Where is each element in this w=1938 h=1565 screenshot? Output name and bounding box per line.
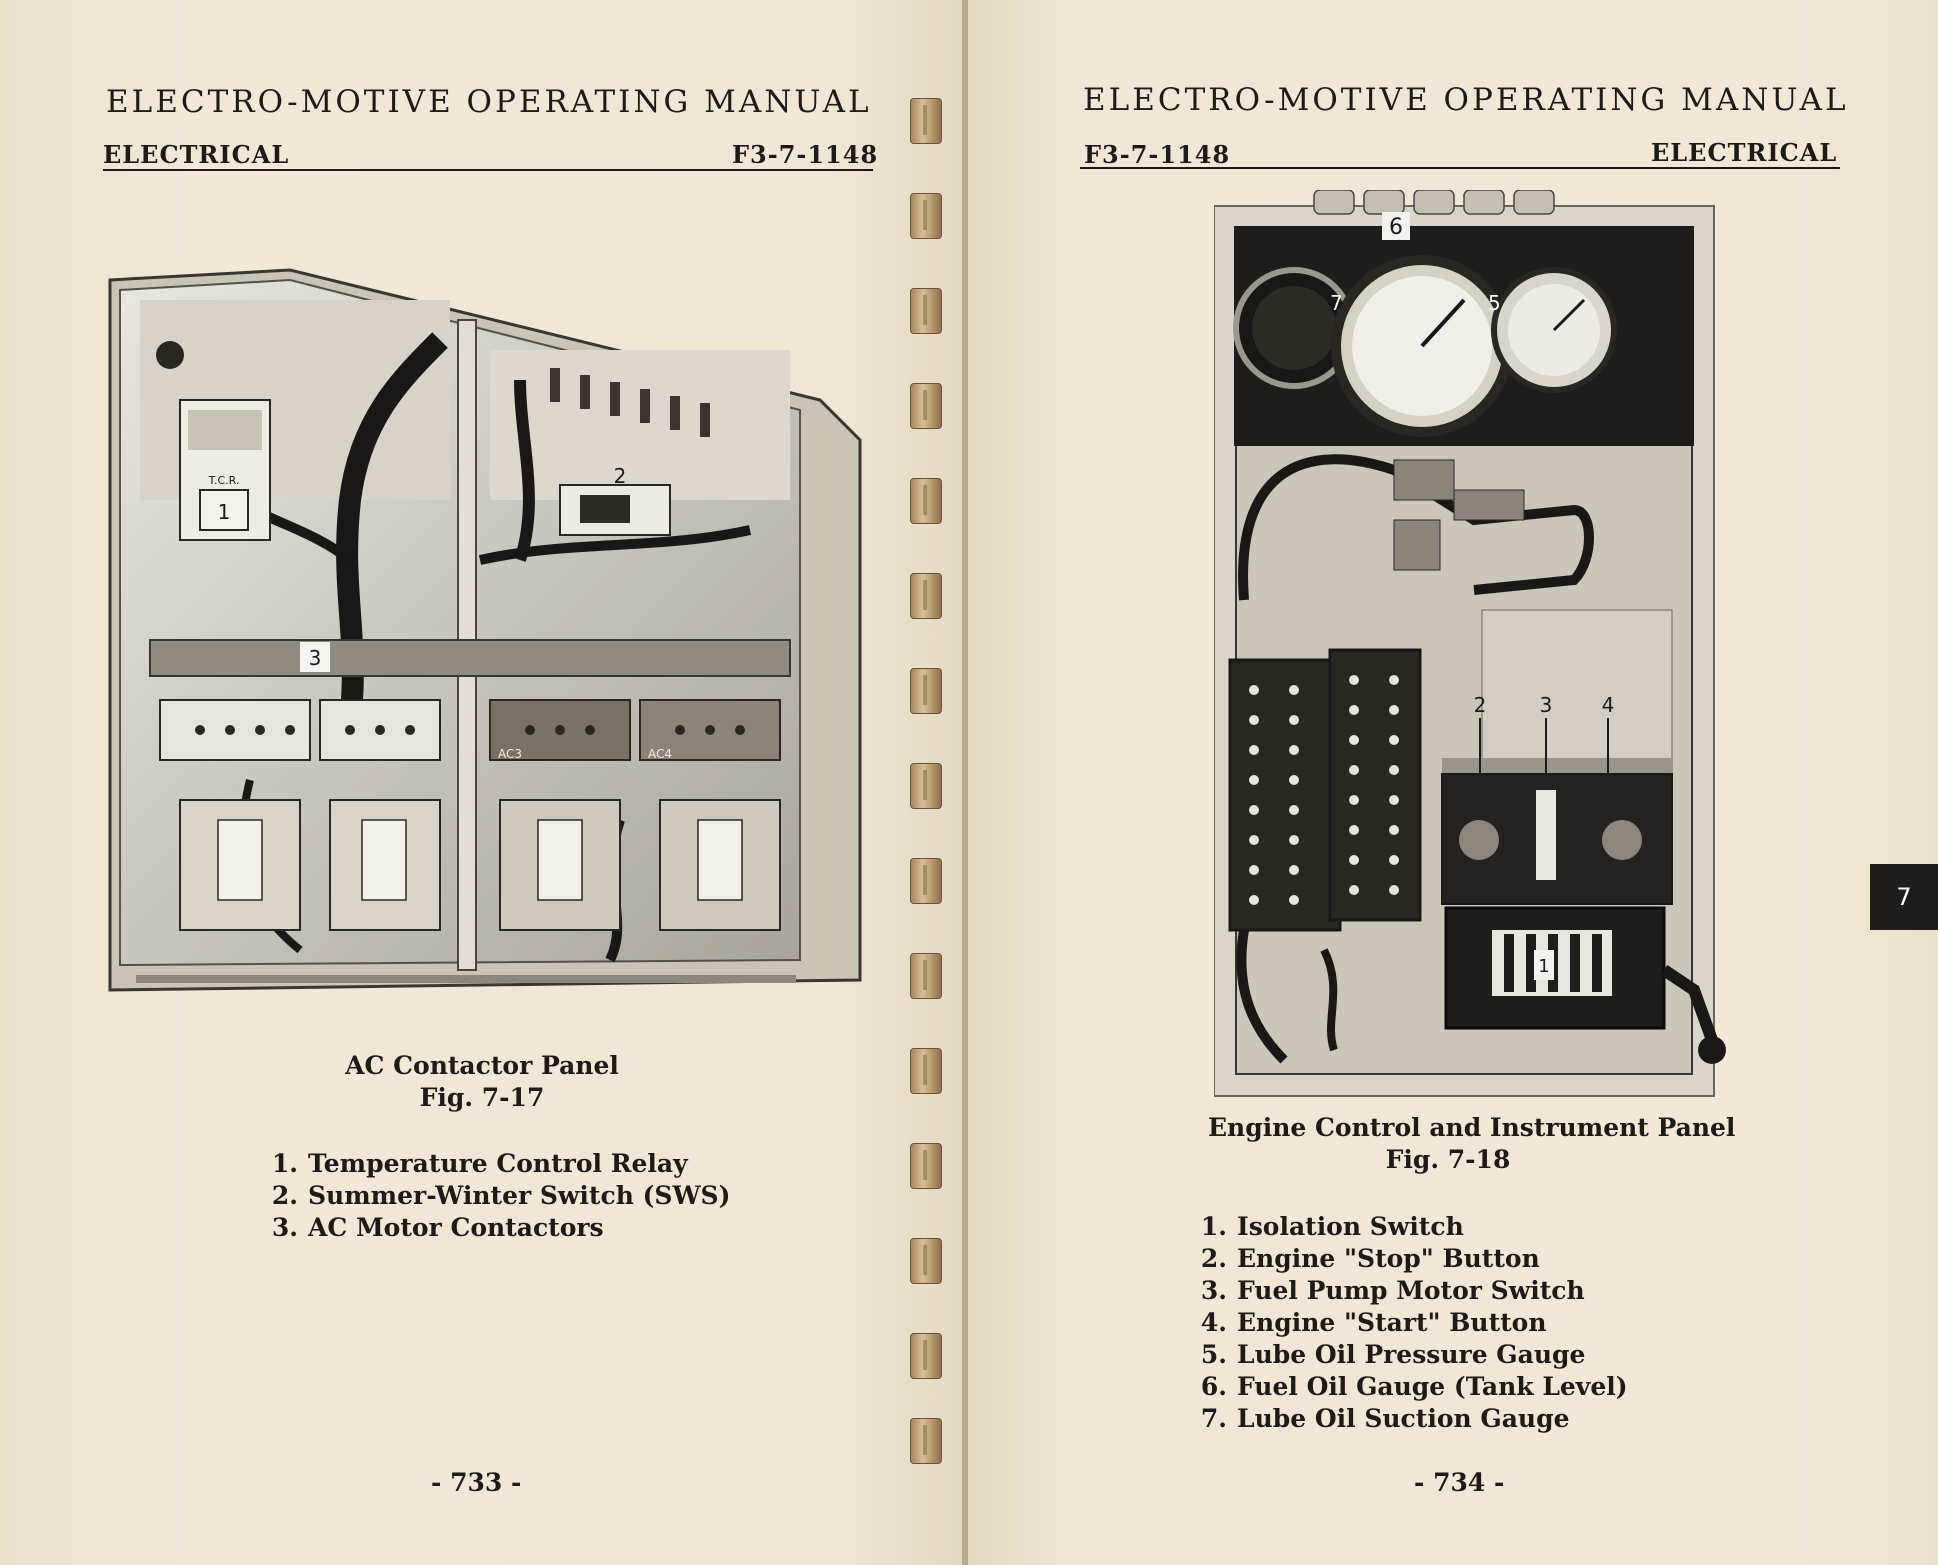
coil xyxy=(910,383,942,429)
contactor-label-ac3: AC3 xyxy=(498,747,522,761)
running-title: ELECTRO-MOTIVE OPERATING MANUAL xyxy=(1083,82,1849,118)
callout-3: 3 xyxy=(309,646,322,670)
coil xyxy=(910,858,942,904)
coil xyxy=(910,1238,942,1284)
coil xyxy=(910,953,942,999)
coil xyxy=(910,668,942,714)
engine-control-panel-photo: 6 7 5 xyxy=(1214,190,1726,1097)
legend-item: 1.Isolation Switch xyxy=(1200,1212,1464,1241)
figure-legend: 1.Isolation Switch 2.Engine "Stop" Butto… xyxy=(1193,1211,1628,1435)
coil xyxy=(910,1143,942,1189)
page-number: - 733 - xyxy=(431,1468,522,1497)
coil xyxy=(910,478,942,524)
chapter-tab[interactable]: 7 xyxy=(1870,864,1938,930)
coil xyxy=(910,763,942,809)
figure-number: Fig. 7-17 xyxy=(419,1083,545,1112)
callout-6: 6 xyxy=(1389,215,1403,240)
callout-2: 2 xyxy=(614,464,627,488)
section-label: ELECTRICAL xyxy=(1651,138,1838,167)
legend-item: 4.Engine "Start" Button xyxy=(1200,1308,1547,1337)
header-rule xyxy=(103,169,873,171)
callout-2: 2 xyxy=(1474,693,1487,717)
coil xyxy=(910,1333,942,1379)
figure-caption: Engine Control and Instrument Panel Fig.… xyxy=(1208,1112,1736,1176)
right-page: ELECTRO-MOTIVE OPERATING MANUAL F3-7-114… xyxy=(968,0,1938,1565)
legend-item: 3.AC Motor Contactors xyxy=(271,1213,604,1242)
callout-3: 3 xyxy=(1540,693,1553,717)
legend-item: 3.Fuel Pump Motor Switch xyxy=(1200,1276,1585,1305)
relay-label: T.C.R. xyxy=(208,474,240,487)
left-page: ELECTRO-MOTIVE OPERATING MANUAL ELECTRIC… xyxy=(0,0,962,1565)
doc-code: F3-7-1148 xyxy=(1084,140,1231,169)
ac-contactor-panel-photo: 1 T.C.R. 2 3 AC3 AC4 xyxy=(108,268,862,992)
coil xyxy=(910,1048,942,1094)
figure-number: Fig. 7-18 xyxy=(1385,1145,1511,1174)
doc-code: F3-7-1148 xyxy=(732,140,879,169)
legend-item: 7.Lube Oil Suction Gauge xyxy=(1200,1404,1570,1433)
coil xyxy=(910,98,942,144)
callout-7: 7 xyxy=(1330,291,1343,315)
coil xyxy=(910,573,942,619)
callout-1: 1 xyxy=(1538,956,1549,977)
section-label: ELECTRICAL xyxy=(103,140,290,169)
page-number: - 734 - xyxy=(1414,1468,1505,1497)
legend-item: 5.Lube Oil Pressure Gauge xyxy=(1200,1340,1586,1369)
figure-title: AC Contactor Panel xyxy=(345,1051,619,1080)
figure-legend: 1.Temperature Control Relay 2.Summer-Win… xyxy=(264,1148,731,1244)
figure-caption: AC Contactor Panel Fig. 7-17 xyxy=(272,1050,692,1114)
legend-item: 2.Summer-Winter Switch (SWS) xyxy=(271,1181,731,1210)
binding-gutter xyxy=(962,0,968,1565)
coil xyxy=(910,288,942,334)
contactor-label-ac4: AC4 xyxy=(648,747,672,761)
coil xyxy=(910,193,942,239)
callout-5: 5 xyxy=(1488,291,1501,315)
legend-item: 1.Temperature Control Relay xyxy=(271,1149,688,1178)
header-rule xyxy=(1080,167,1840,169)
running-title: ELECTRO-MOTIVE OPERATING MANUAL xyxy=(106,84,872,120)
legend-item: 6.Fuel Oil Gauge (Tank Level) xyxy=(1200,1372,1628,1401)
figure-title: Engine Control and Instrument Panel xyxy=(1208,1113,1736,1142)
legend-item: 2.Engine "Stop" Button xyxy=(1200,1244,1540,1273)
callout-1: 1 xyxy=(218,500,231,524)
coil xyxy=(910,1418,942,1464)
callout-4: 4 xyxy=(1602,693,1615,717)
